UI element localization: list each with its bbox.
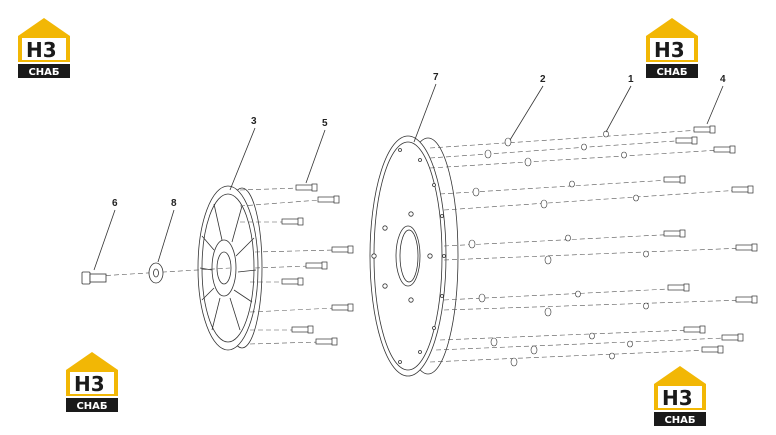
logo-small-text: СНАБ bbox=[664, 415, 695, 426]
logo-bottom-left: H3 СНАБ bbox=[66, 352, 118, 412]
part-5-bolts bbox=[281, 183, 354, 346]
part-4-bolts bbox=[663, 125, 758, 354]
callout-7: 7 bbox=[433, 72, 439, 83]
logo-bottom-right: H3 СНАБ bbox=[654, 366, 706, 426]
callout-1: 1 bbox=[628, 74, 634, 85]
part-8-washer bbox=[148, 262, 164, 284]
callout-3: 3 bbox=[251, 116, 257, 127]
logo-top-left: H3 СНАБ bbox=[18, 18, 70, 78]
callout-2: 2 bbox=[540, 74, 546, 85]
logo-big-text: H3 bbox=[26, 38, 57, 62]
alignment-lines bbox=[97, 129, 746, 363]
callout-5: 5 bbox=[322, 118, 328, 129]
logo-big-text: H3 bbox=[74, 372, 105, 396]
part-1-2-washers bbox=[468, 130, 649, 367]
callout-6: 6 bbox=[112, 198, 118, 209]
callout-8: 8 bbox=[171, 198, 177, 209]
part-6-bolt bbox=[81, 271, 107, 285]
callout-leaders bbox=[93, 83, 724, 271]
logo-small-text: СНАБ bbox=[28, 67, 59, 78]
logo-small-text: СНАБ bbox=[656, 67, 687, 78]
callout-4: 4 bbox=[720, 74, 726, 85]
logo-top-right: H3 СНАБ bbox=[646, 18, 698, 78]
logo-big-text: H3 bbox=[654, 38, 685, 62]
callout-labels: 1 2 3 4 5 6 7 8 bbox=[112, 72, 726, 209]
logo-big-text: H3 bbox=[662, 386, 693, 410]
part-7-flywheel-plate bbox=[369, 135, 459, 377]
logo-small-text: СНАБ bbox=[76, 401, 107, 412]
